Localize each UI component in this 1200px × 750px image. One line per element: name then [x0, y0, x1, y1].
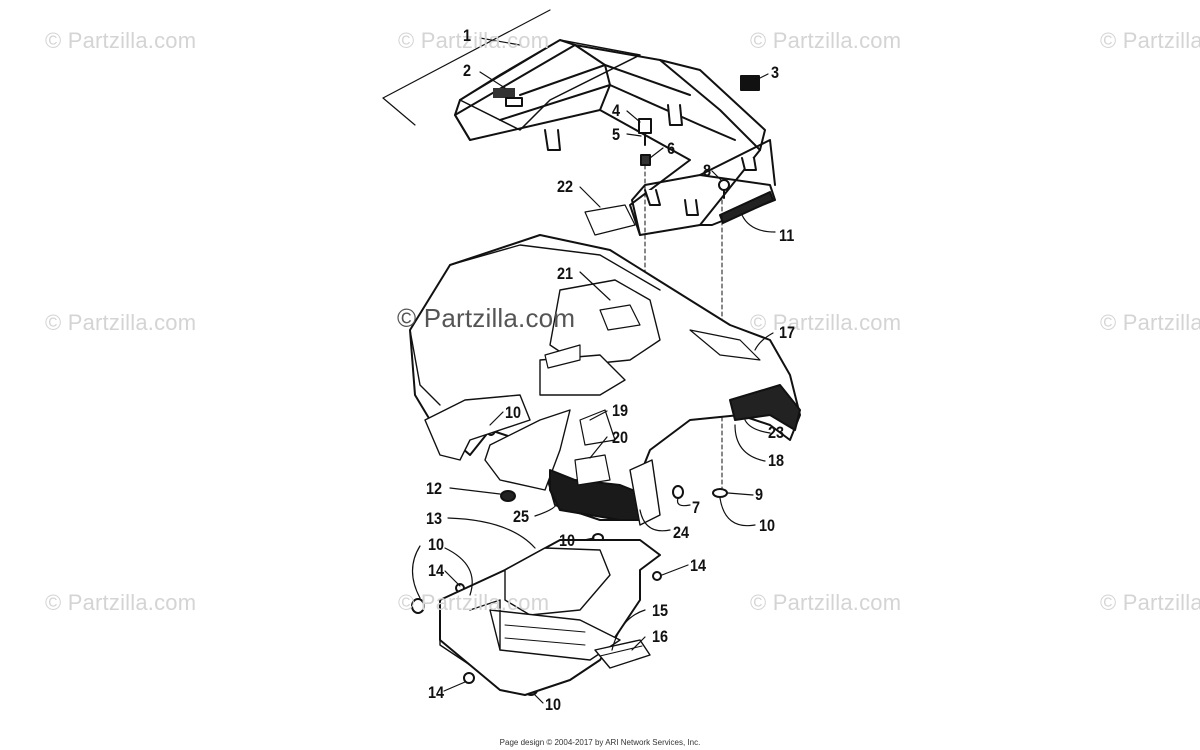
callout-label[interactable]: 15 [652, 601, 669, 620]
watermark: © Partzilla.com [45, 28, 197, 53]
callout-label[interactable]: 16 [652, 627, 669, 646]
callout-label[interactable]: 10 [559, 531, 576, 550]
rear-rack [454, 39, 776, 236]
callout-label[interactable]: 6 [667, 139, 676, 158]
callout-label[interactable]: 4 [612, 101, 621, 120]
watermark: © Partzilla.com [750, 590, 902, 615]
watermark: © Partzilla.com [1100, 310, 1200, 335]
callout-label[interactable]: 7 [692, 498, 701, 517]
decal-22 [584, 204, 636, 236]
callout-label[interactable]: 17 [779, 323, 796, 342]
callout-label[interactable]: 10 [545, 695, 562, 714]
watermark: © Partzilla.com [45, 310, 197, 335]
callout-label[interactable]: 23 [768, 423, 785, 442]
watermark: © Partzilla.com [398, 28, 550, 53]
callout-label[interactable]: 14 [428, 561, 445, 580]
callout-label[interactable]: 5 [612, 125, 621, 144]
callout-label[interactable]: 13 [426, 509, 443, 528]
callout-label[interactable]: 19 [612, 401, 629, 420]
callout-label[interactable]: 14 [690, 556, 707, 575]
rack-bracket-lines [382, 9, 551, 126]
callout-label[interactable]: 18 [768, 451, 785, 470]
watermark: © Partzilla.com [398, 590, 550, 615]
watermark: © Partzilla.com [750, 28, 902, 53]
leader-lines [411, 37, 776, 704]
callout-label[interactable]: 25 [513, 507, 530, 526]
callout-label[interactable]: 10 [759, 516, 776, 535]
callout-label[interactable]: 9 [755, 485, 764, 504]
callout-label[interactable]: 2 [463, 61, 472, 80]
watermark-main: © Partzilla.com [397, 303, 576, 333]
callout-label[interactable]: 10 [505, 403, 522, 422]
callout-label[interactable]: 12 [426, 479, 443, 498]
callout-label[interactable]: 14 [428, 683, 445, 702]
callout-label[interactable]: 20 [612, 428, 629, 447]
watermark: © Partzilla.com [750, 310, 902, 335]
footwell [439, 539, 661, 696]
callout-label[interactable]: 3 [771, 63, 780, 82]
watermark: © Partzilla.com [45, 590, 197, 615]
page-footer: Page design © 2004-2017 by ARI Network S… [499, 738, 701, 747]
callout-label[interactable]: 8 [703, 161, 712, 180]
callout-label[interactable]: 22 [557, 177, 574, 196]
callout-label[interactable]: 1 [463, 26, 472, 45]
watermark: © Partzilla.com [1100, 590, 1200, 615]
callout-label[interactable]: 21 [557, 264, 574, 283]
rear-fender [409, 234, 801, 526]
callout-label[interactable]: 10 [428, 535, 445, 554]
watermark: © Partzilla.com [1100, 28, 1200, 53]
callout-label[interactable]: 11 [779, 226, 795, 245]
callout-label[interactable]: 24 [673, 523, 690, 542]
